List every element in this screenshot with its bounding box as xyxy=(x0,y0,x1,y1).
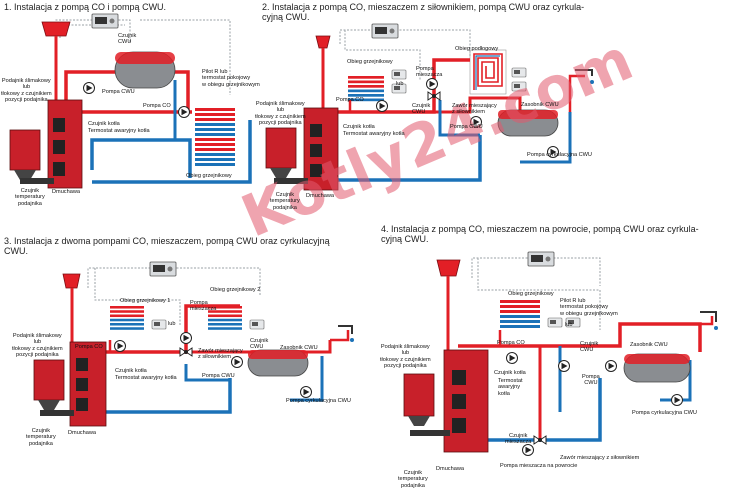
p3-pompa-cwu: Pompa CWU xyxy=(202,373,235,379)
p3-obieg2: Obieg grzejnikowy 2 xyxy=(210,287,261,293)
p2-obieg-grzejnikowy: Obieg grzejnikowy xyxy=(347,59,393,65)
p2-pompa-co: Pompa CO xyxy=(336,97,364,103)
p3-podajnik: Podajnik ślimakowy lub tłokowy z czujnik… xyxy=(12,333,63,359)
p2-lub: lub xyxy=(396,81,404,87)
p1-pilot: Pilot R lub termostat pokojowy w obiegu … xyxy=(202,69,260,88)
p4-czujnik-cwu: Czujnik CWU xyxy=(580,341,599,354)
p3-pompa-co: Pompa CO xyxy=(75,344,103,350)
p3-obieg1: Obieg grzejnikowy 1 xyxy=(120,298,171,304)
p1-czujnik-temp: Czujnik temperatury podajnika xyxy=(15,188,45,207)
p2-czujnik-kotla: Czujnik kotła xyxy=(343,124,375,130)
p4-dmuchawa: Dmuchawa xyxy=(436,466,464,472)
p1-termostat: Termostat awaryjny kotła xyxy=(88,128,150,134)
p1-obieg: Obieg grzejnikowy xyxy=(186,173,232,179)
p3-pompa-mieszacza: Pompa mieszacza xyxy=(190,300,217,313)
pump-co-icon xyxy=(178,106,190,118)
panel-2-heading: 2. Instalacja z pompą CO, mieszaczem z s… xyxy=(262,2,585,22)
panel-2-drawing xyxy=(265,23,594,191)
panel-1-heading: 1. Instalacja z pompą CO i pompą CWU. xyxy=(4,2,167,12)
p3-pompa-cyrk: Pompa cyrkulacyjna CWU xyxy=(286,398,351,404)
p4-termostat: Termostat awaryjny kotła xyxy=(498,378,523,397)
p4-czujnik-kotla: Czujnik kotła xyxy=(494,370,526,376)
p2-dmuchawa: Dmuchawa xyxy=(306,193,334,199)
p2-pompa-cwu: Pompa CWU xyxy=(450,124,483,130)
p3-lub: lub xyxy=(168,321,176,327)
panel-4-drawing xyxy=(403,251,718,456)
p3-czujnik-temp: Czujnik temperatury podajnika xyxy=(26,428,56,447)
panel-3-drawing xyxy=(33,261,354,427)
p4-pompa-mieszacza: Pompa mieszacza na powrocie xyxy=(500,463,578,469)
p2-obieg-podlogowy: Obieg podłogowy xyxy=(455,46,499,52)
p2-termostat: Termostat awaryjny kotła xyxy=(343,131,405,137)
p4-czujnik-temp: Czujnik temperatury podajnika xyxy=(398,470,428,489)
p4-zawor: Zawór mieszający z siłownikiem xyxy=(560,455,640,461)
p1-pompa-cwu: Pompa CWU xyxy=(102,89,135,95)
panel-3-heading: 3. Instalacja z dwoma pompami CO, miesza… xyxy=(4,236,330,256)
controller-icon xyxy=(91,13,119,29)
p2-zawor: Zawór mieszający z siłownikiem xyxy=(452,103,497,116)
p3-dmuchawa: Dmuchawa xyxy=(68,430,96,436)
p4-lub: lub xyxy=(565,322,573,328)
p2-pompa-cyrk: Pompa cyrkulacyjna CWU xyxy=(527,152,592,158)
p1-czujnik-kotla: Czujnik kotła xyxy=(88,121,120,127)
p3-czujnik-cwu: Czujnik CWU xyxy=(250,338,269,351)
p2-pompa-mieszacza: Pompa mieszacza xyxy=(416,66,443,79)
p4-podajnik: Podajnik ślimakowy lub tłokowy z czujnik… xyxy=(380,344,431,370)
p4-czujnik-mieszacza: Czujnik mieszacza xyxy=(505,433,532,446)
p4-pompa-co: Pompa CO xyxy=(497,340,525,346)
p3-zasobnik: Zasobnik CWU xyxy=(280,345,318,351)
p3-termostat: Termostat awaryjny kotła xyxy=(115,375,177,381)
p4-pompa-cyrk: Pompa cyrkulacyjna CWU xyxy=(632,410,697,416)
p1-dmuchawa: Dmuchawa xyxy=(52,189,80,195)
p2-podajnik: Podajnik ślimakowy lub tłokowy z czujnik… xyxy=(255,101,306,127)
panel-1-drawing xyxy=(9,13,252,189)
p1-pompa-co: Pompa CO xyxy=(143,103,171,109)
p1-podajnik: Podajnik ślimakowy lub tłokowy z czujnik… xyxy=(1,78,52,104)
pump-cwu-icon xyxy=(83,82,95,94)
p1-czujnik-cwu: Czujnik CWU xyxy=(118,33,137,46)
p4-obieg: Obieg grzejnikowy xyxy=(508,291,554,297)
p4-pilot: Pilot R lub termostat pokojowy w obiegu … xyxy=(560,298,618,317)
p4-zasobnik: Zasobnik CWU xyxy=(630,342,668,348)
p3-czujnik-kotla: Czujnik kotła xyxy=(115,368,147,374)
p3-zawor: Zawór mieszający z siłownikiem xyxy=(198,348,243,361)
panel-4-heading: 4. Instalacja z pompą CO, mieszaczem na … xyxy=(381,224,699,244)
p2-zasobnik: Zasobnik CWU xyxy=(521,102,559,108)
p2-czujnik-cwu: Czujnik CWU xyxy=(412,103,431,116)
p4-pompa-cwu: Pompa CWU xyxy=(582,374,600,387)
p2-czujnik-temp: Czujnik temperatury podajnika xyxy=(270,192,300,211)
